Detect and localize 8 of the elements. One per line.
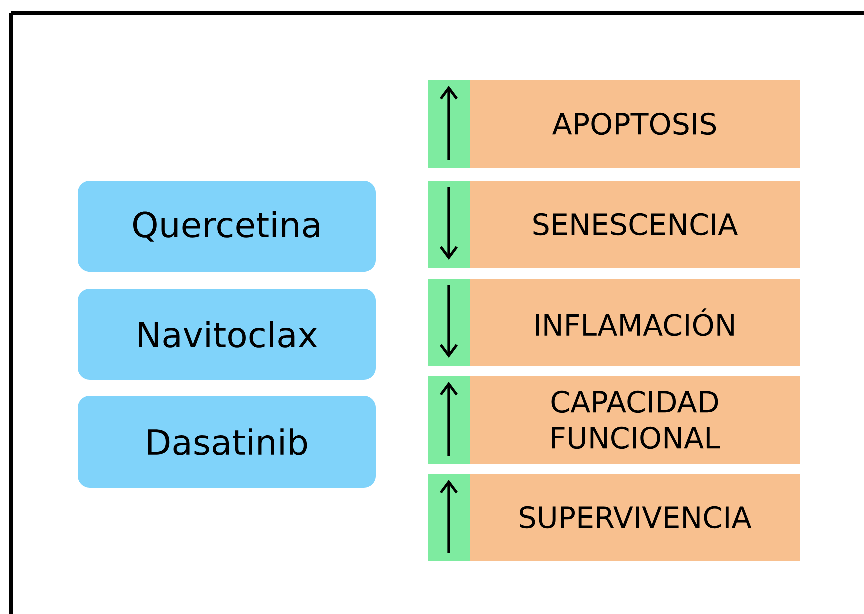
drug-box: Navitoclax: [78, 289, 376, 380]
effect-box: CAPACIDAD FUNCIONAL: [470, 376, 800, 464]
effect-box: SENESCENCIA: [470, 181, 800, 268]
effect-box: APOPTOSIS: [470, 80, 800, 168]
effect-box: SUPERVIVENCIA: [470, 474, 800, 561]
drug-box: Quercetina: [78, 181, 376, 272]
drug-box: Dasatinib: [78, 396, 376, 488]
effect-box: INFLAMACIÓN: [470, 279, 800, 366]
